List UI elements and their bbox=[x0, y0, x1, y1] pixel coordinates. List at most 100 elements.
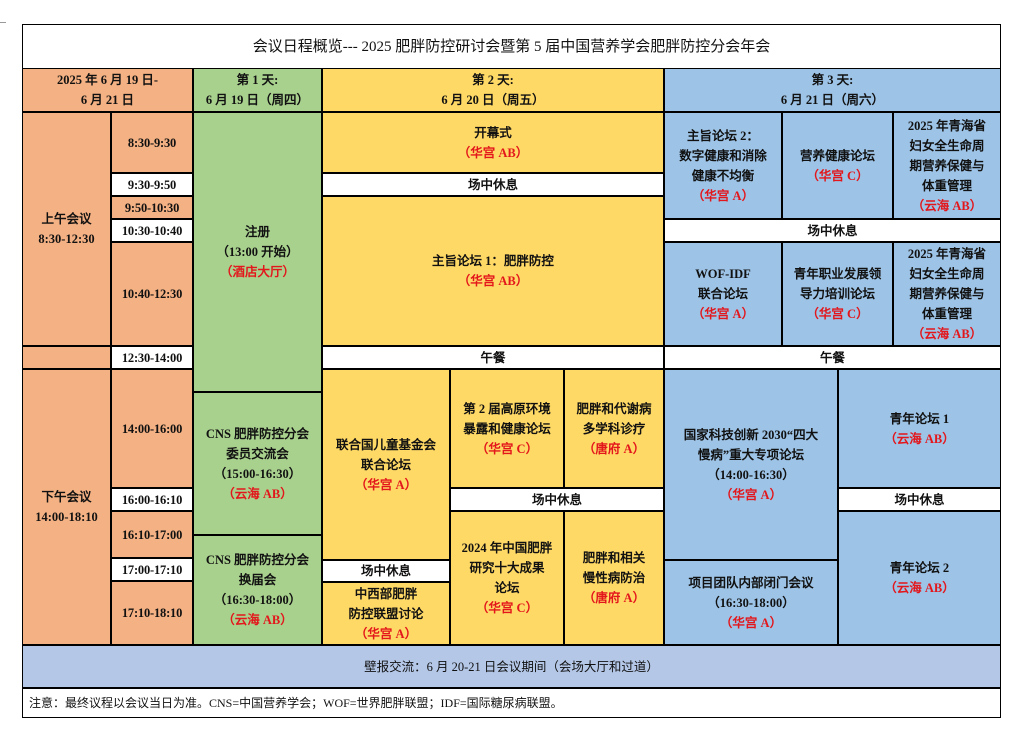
cell-text: 慢病”重大专项论坛 bbox=[697, 447, 805, 462]
cell-text: 8:30-9:30 bbox=[127, 135, 177, 150]
cell-text: 委员交流会 bbox=[226, 446, 289, 461]
cell-t7: 14:00-16:00 bbox=[111, 369, 193, 488]
cell-d3-team: 项目团队内部闭门会议 （16:30-18:00） （华宫 A） bbox=[664, 560, 838, 645]
cell-text: （14:00-16:30） bbox=[707, 467, 795, 482]
cell-text: 暴露和健康论坛 bbox=[463, 421, 551, 436]
cell-text: （16:30-18:00） bbox=[707, 595, 795, 610]
cell-t6: 12:30-14:00 bbox=[111, 346, 193, 369]
cell-text: 项目团队内部闭门会议 bbox=[688, 575, 814, 590]
cell-text: 期营养保健与 bbox=[909, 287, 985, 301]
location-text: （华宫 A） bbox=[691, 307, 755, 321]
cell-text: 国家科技创新 2030“四大 bbox=[683, 427, 819, 442]
cell-text: 17:10-18:10 bbox=[121, 606, 183, 620]
location-text: （华宫 C） bbox=[806, 168, 869, 183]
cell-hdr-d1: 第 1 天:6 月 19 日（周四） bbox=[193, 68, 322, 112]
cell-d2-west: 中西部肥胖防控联盟讨论（华宫 A） bbox=[322, 582, 450, 645]
cell-d2-break1: 场中休息 bbox=[322, 173, 664, 196]
cell-text: 场中休息 bbox=[467, 177, 518, 192]
cell-hdr-d3: 第 3 天: 6 月 21 日（周六） bbox=[664, 68, 1001, 112]
cell-d2-key1: 主旨论坛 1：肥胖防控（华宫 AB） bbox=[322, 196, 664, 346]
cell-t11: 17:10-18:10 bbox=[111, 581, 193, 645]
cell-text: 9:50-10:30 bbox=[124, 200, 180, 215]
cell-text: 青年论坛 1 bbox=[889, 411, 950, 426]
cell-text: 午餐 bbox=[480, 350, 506, 365]
cell-text: 数字健康和消除 bbox=[679, 148, 767, 163]
cell-d2-lunch: 午餐 bbox=[322, 346, 664, 369]
cell-d3-key2: 主旨论坛 2： 数字健康和消除健康不均衡 （华宫 A） bbox=[664, 112, 782, 219]
cell-text: 壁报交流：6 月 20-21 日会议期间（会场大厅和过道） bbox=[364, 659, 659, 674]
location-text: （华宫 A） bbox=[719, 615, 783, 630]
page-edge-rule bbox=[0, 22, 6, 23]
cell-hdr-d2: 第 2 天:6 月 20 日（周五） bbox=[322, 68, 664, 112]
cell-text: CNS 肥胖防控分会 bbox=[205, 553, 310, 567]
cell-text: 6 月 21 日（周六） bbox=[780, 93, 885, 107]
cell-d3-qh2: 2025 年青海省妇女全生命周期营养保健与体重管理（云海 AB） bbox=[893, 242, 1001, 346]
cell-text: 主旨论坛 2： bbox=[687, 128, 759, 143]
cell-text: 青年职业发展领 bbox=[793, 267, 882, 281]
cell-text: 健康不均衡 bbox=[691, 168, 755, 183]
location-text: （华宫 A） bbox=[354, 477, 418, 492]
cell-text: 14:00-18:10 bbox=[35, 510, 98, 524]
location-text: （华宫 A） bbox=[691, 188, 755, 203]
cell-d3-break2: 场中休息 bbox=[838, 488, 1001, 511]
cell-text: 主旨论坛 1：肥胖防控 bbox=[432, 254, 554, 268]
cell-text: 下午会议 bbox=[41, 490, 92, 504]
cell-text: 肥胖和代谢病 bbox=[576, 401, 652, 416]
cell-text: 9:30-9:50 bbox=[127, 177, 177, 192]
cell-d3-youth1: 青年论坛 1 （云海 AB） bbox=[838, 369, 1001, 488]
location-text: （云海 AB） bbox=[911, 327, 983, 341]
cell-text: 防控联盟讨论 bbox=[348, 606, 424, 621]
cell-d2-break-a: 场中休息 bbox=[322, 560, 450, 582]
cell-text: 8:30-12:30 bbox=[38, 232, 95, 246]
cell-t5: 10:40-12:30 bbox=[111, 242, 193, 346]
cell-t3: 9:50-10:30 bbox=[111, 196, 193, 219]
cell-text: 联合论坛 bbox=[360, 457, 411, 472]
cell-d3-break1: 场中休息 bbox=[664, 219, 1001, 242]
cell-text: 注意：最终议程以会议当日为准。CNS=中国营养学会；WOF=世界肥胖联盟；IDF… bbox=[29, 696, 563, 710]
cell-note: 注意：最终议程以会议当日为准。CNS=中国营养学会；WOF=世界肥胖联盟；IDF… bbox=[22, 688, 1001, 718]
cell-t10: 17:00-17:10 bbox=[111, 558, 193, 581]
cell-text: 2024 年中国肥胖 bbox=[461, 541, 553, 555]
cell-d3-career: 青年职业发展领导力培训论坛（华宫 C） bbox=[782, 242, 893, 346]
cell-text: 论坛 bbox=[494, 581, 520, 595]
cell-text: （16:30-18:00） bbox=[213, 593, 302, 607]
cell-poster: 壁报交流：6 月 20-21 日会议期间（会场大厅和过道） bbox=[22, 645, 1001, 688]
cell-d1-cns2: CNS 肥胖防控分会换届会（16:30-18:00）（云海 AB） bbox=[193, 535, 322, 645]
cell-text: 换届会 bbox=[238, 573, 277, 587]
cell-d2-chronic: 肥胖和相关慢性病防治 （唐府 A） bbox=[564, 511, 664, 645]
cell-text: 10:30-10:40 bbox=[121, 223, 183, 238]
cell-text: 10:40-12:30 bbox=[121, 287, 183, 301]
cell-text: 妇女全生命周 bbox=[909, 138, 985, 153]
cell-text: 营养健康论坛 bbox=[799, 148, 875, 163]
cell-text: 16:10-17:00 bbox=[121, 527, 183, 542]
cell-t4: 10:30-10:40 bbox=[111, 219, 193, 242]
cell-text: 导力培训论坛 bbox=[799, 287, 875, 301]
location-text: （唐府 A） bbox=[582, 591, 646, 605]
cell-text: WOF-IDF bbox=[695, 267, 751, 281]
cell-text: 17:00-17:10 bbox=[121, 562, 183, 577]
cell-d2-plateau: 第 2 届高原环境暴露和健康论坛（华宫 C） bbox=[450, 369, 564, 488]
location-text: （云海 AB） bbox=[884, 581, 955, 595]
cell-text: 6 月 20 日（周五） bbox=[441, 93, 545, 107]
cell-text: 第 3 天: bbox=[811, 73, 854, 87]
cell-text: 慢性病防治 bbox=[582, 571, 646, 585]
location-text: （华宫 AB） bbox=[457, 145, 529, 160]
location-text: （唐府 A） bbox=[582, 441, 646, 456]
cell-text: （15:00-16:30） bbox=[213, 466, 302, 481]
cell-d2-top10: 2024 年中国肥胖研究十大成果论坛（华宫 C） bbox=[450, 511, 564, 645]
cell-d1-cns1: CNS 肥胖防控分会委员交流会（15:00-16:30）（云海 AB） bbox=[193, 392, 322, 535]
schedule-title: 会议日程概览--- 2025 肥胖防控研讨会暨第 5 届中国营养学会肥胖防控分会… bbox=[22, 24, 1001, 69]
cell-text: （13:00 开始） bbox=[216, 245, 299, 259]
cell-text: 肥胖和相关 bbox=[582, 551, 646, 565]
cell-text: 多学科诊疗 bbox=[582, 421, 646, 436]
cell-text: 2025 年青海省 bbox=[907, 118, 987, 133]
cell-text: 12:30-14:00 bbox=[121, 350, 183, 365]
cell-text: 2025 年 6 月 19 日- bbox=[56, 73, 159, 87]
cell-d3-nutr: 营养健康论坛 （华宫 C） bbox=[782, 112, 893, 219]
cell-d3-nat: 国家科技创新 2030“四大慢病”重大专项论坛（14:00-16:30）（华宫 … bbox=[664, 369, 838, 560]
location-text: （云海 AB） bbox=[884, 431, 955, 446]
cell-d3-qh1: 2025 年青海省妇女全生命周期营养保健与体重管理（云海 AB） bbox=[893, 112, 1001, 219]
cell-text: 中西部肥胖 bbox=[354, 586, 418, 601]
